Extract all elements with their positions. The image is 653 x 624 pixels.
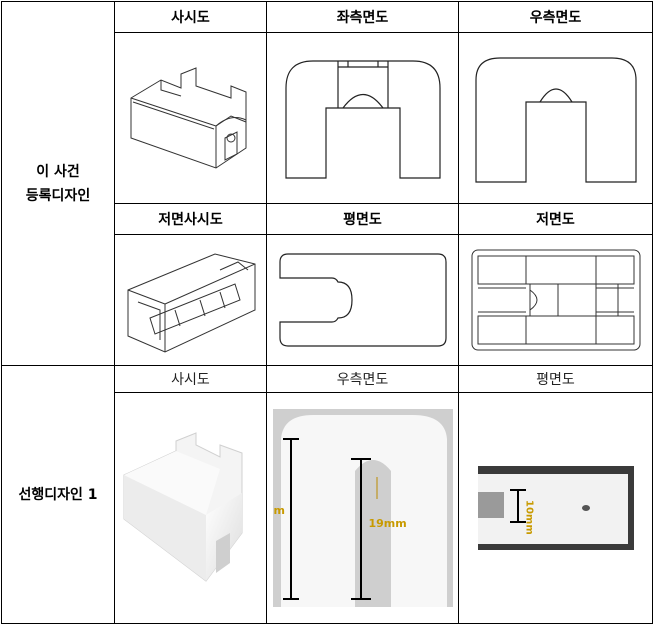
prior-header-plan: 평면도 [458,365,653,393]
prior-header-perspective: 사시도 [114,365,267,393]
header-perspective: 사시도 [114,1,267,33]
header-bottom-perspective: 저면사시도 [114,203,267,235]
drawing-bottom [458,234,653,366]
drawing-bottom-perspective [114,234,267,366]
header-right-side: 우측면도 [458,1,653,33]
prior-header-right-side: 우측면도 [266,365,459,393]
drawing-perspective [114,32,267,204]
prior-plan-photo: 10mm [477,466,634,550]
registered-design-label-line1: 이 사건 [36,163,80,180]
registered-design-label-line2: 등록디자인 [25,187,91,204]
prior-design-label: 선행디자인 1 [1,365,115,624]
perspective-drawing [130,67,246,169]
prior-perspective-photo [123,432,242,582]
dim-center-label: 19mm [368,517,407,530]
header-left-side: 좌측면도 [266,1,459,33]
bottom-perspective-drawing [127,253,255,353]
dim-left-label: m [273,504,285,517]
drawing-plan [266,234,459,366]
photo-plan: 10mm [458,392,653,624]
registered-design-label: 이 사건 등록디자인 [1,1,115,366]
header-bottom: 저면도 [458,203,653,235]
plan-drawing [278,253,447,347]
right-side-drawing [474,57,637,183]
bottom-drawing [471,249,640,351]
photo-right-side: m 19mm [266,392,459,624]
drawing-left-side [266,32,459,204]
photo-perspective [114,392,267,624]
header-plan: 평면도 [266,203,459,235]
dim-top-view-label: 10mm [523,500,535,535]
left-side-drawing [284,60,441,179]
prior-right-side-photo: m 19mm [272,409,453,607]
drawing-right-side [458,32,653,204]
